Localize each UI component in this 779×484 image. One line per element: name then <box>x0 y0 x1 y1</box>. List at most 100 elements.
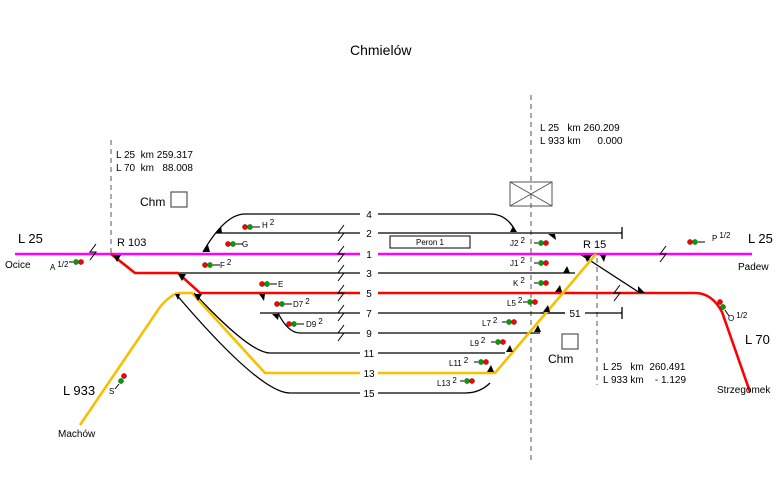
track-number-51: 51 <box>569 309 581 320</box>
signal-lamp-icon <box>538 280 544 286</box>
signal-lamp-icon <box>500 339 506 345</box>
signal-lamp-icon <box>230 241 236 247</box>
switch-icon <box>548 234 556 240</box>
signal-lamp-icon <box>202 262 208 268</box>
signal-post-icon <box>724 309 730 317</box>
signal-box-chm-east: Chm <box>548 333 579 366</box>
line-933-track-13 <box>78 253 597 426</box>
isolation-joint-icon <box>337 224 345 242</box>
signal-s: S <box>109 373 127 396</box>
signal-lamp-icon <box>469 378 475 384</box>
signal-lamp-icon <box>291 321 297 327</box>
signal-lamp-icon <box>225 241 231 247</box>
signal-lamp-icon <box>543 260 549 266</box>
line-70-track-5 <box>110 252 752 393</box>
signal-lamp-icon <box>483 359 489 365</box>
switch-icon <box>555 285 562 292</box>
switch-icon <box>175 294 180 300</box>
signal-lamp-icon <box>717 299 723 305</box>
signal-lamp-icon <box>543 240 549 246</box>
switch-label-r103: R 103 <box>117 237 146 249</box>
signal-label: S <box>109 387 114 396</box>
svg-text:L 933 km 0.000: L 933 km 0.000 <box>540 136 623 147</box>
crossing-box-icon <box>509 181 553 207</box>
signal-post-icon <box>114 383 120 390</box>
km-label-east-bottom: L 25 km 260.491 L 933 km - 1.129 <box>603 362 686 386</box>
crossover-east <box>579 253 641 294</box>
signal-lamp-icon <box>118 378 124 384</box>
signal-lamp-icon <box>478 359 484 365</box>
svg-text:L 70 km 88.008: L 70 km 88.008 <box>116 163 193 174</box>
switch-icon <box>194 294 202 301</box>
platform-1: Peron 1 <box>389 235 471 249</box>
signal-lamp-icon <box>720 304 726 310</box>
signal-lamp-icon <box>279 301 285 307</box>
signal-label: E <box>278 280 283 289</box>
svg-text:L 25 km 260.209: L 25 km 260.209 <box>540 123 620 134</box>
signal-lamp-icon <box>527 299 533 305</box>
isolation-joint-icon <box>337 245 345 263</box>
svg-text:L 933 km - 1.129: L 933 km - 1.129 <box>603 375 686 386</box>
svg-text:Chm: Chm <box>140 195 165 209</box>
isolation-joint-icon <box>89 243 97 261</box>
track-number-1: 1 <box>366 250 372 261</box>
signal-box-icon <box>561 333 579 350</box>
svg-text:Peron 1: Peron 1 <box>416 238 445 247</box>
signal-lamp-icon <box>506 319 512 325</box>
isolation-joint-icon <box>337 264 345 282</box>
signal-lamp-icon <box>538 240 544 246</box>
signal-lamp-icon <box>78 259 84 265</box>
switch-label-r15: R 15 <box>583 239 606 251</box>
switch-icon <box>510 226 517 232</box>
isolation-joints <box>89 224 667 342</box>
station-ocice: Ocice <box>5 260 31 271</box>
switch-icon <box>506 345 513 352</box>
isolation-joint-icon <box>337 324 345 342</box>
track-number-13: 13 <box>363 369 375 380</box>
line-label-l25-east: L 25 <box>748 231 773 246</box>
switch-icon <box>563 266 570 273</box>
signal-lamp-icon <box>538 260 544 266</box>
km-label-east-top: L 25 km 260.209 L 933 km 0.000 <box>540 123 623 147</box>
track-15 <box>174 292 491 394</box>
station-strzegomek: Strzegomek <box>717 385 771 396</box>
track-numbers: 4 2 1 3 5 7 9 11 13 15 51 <box>363 210 581 400</box>
isolation-joint-icon <box>613 284 621 302</box>
svg-text:L 25 km 259.317: L 25 km 259.317 <box>116 150 193 161</box>
svg-text:L 25 km 260.491: L 25 km 260.491 <box>603 362 686 373</box>
line-label-l70: L 70 <box>745 332 770 347</box>
track-number-11: 11 <box>364 349 375 360</box>
track-number-9: 9 <box>366 329 372 340</box>
signal-lamp-icon <box>687 239 693 245</box>
switch-icon <box>113 255 121 262</box>
switch-icon <box>178 274 186 281</box>
isolation-joint-icon <box>659 245 667 263</box>
switch-icon <box>259 294 265 301</box>
signal-lamp-icon <box>207 262 213 268</box>
track-number-15: 15 <box>363 389 375 400</box>
track-number-7: 7 <box>366 309 372 320</box>
switch-icon <box>216 226 222 233</box>
